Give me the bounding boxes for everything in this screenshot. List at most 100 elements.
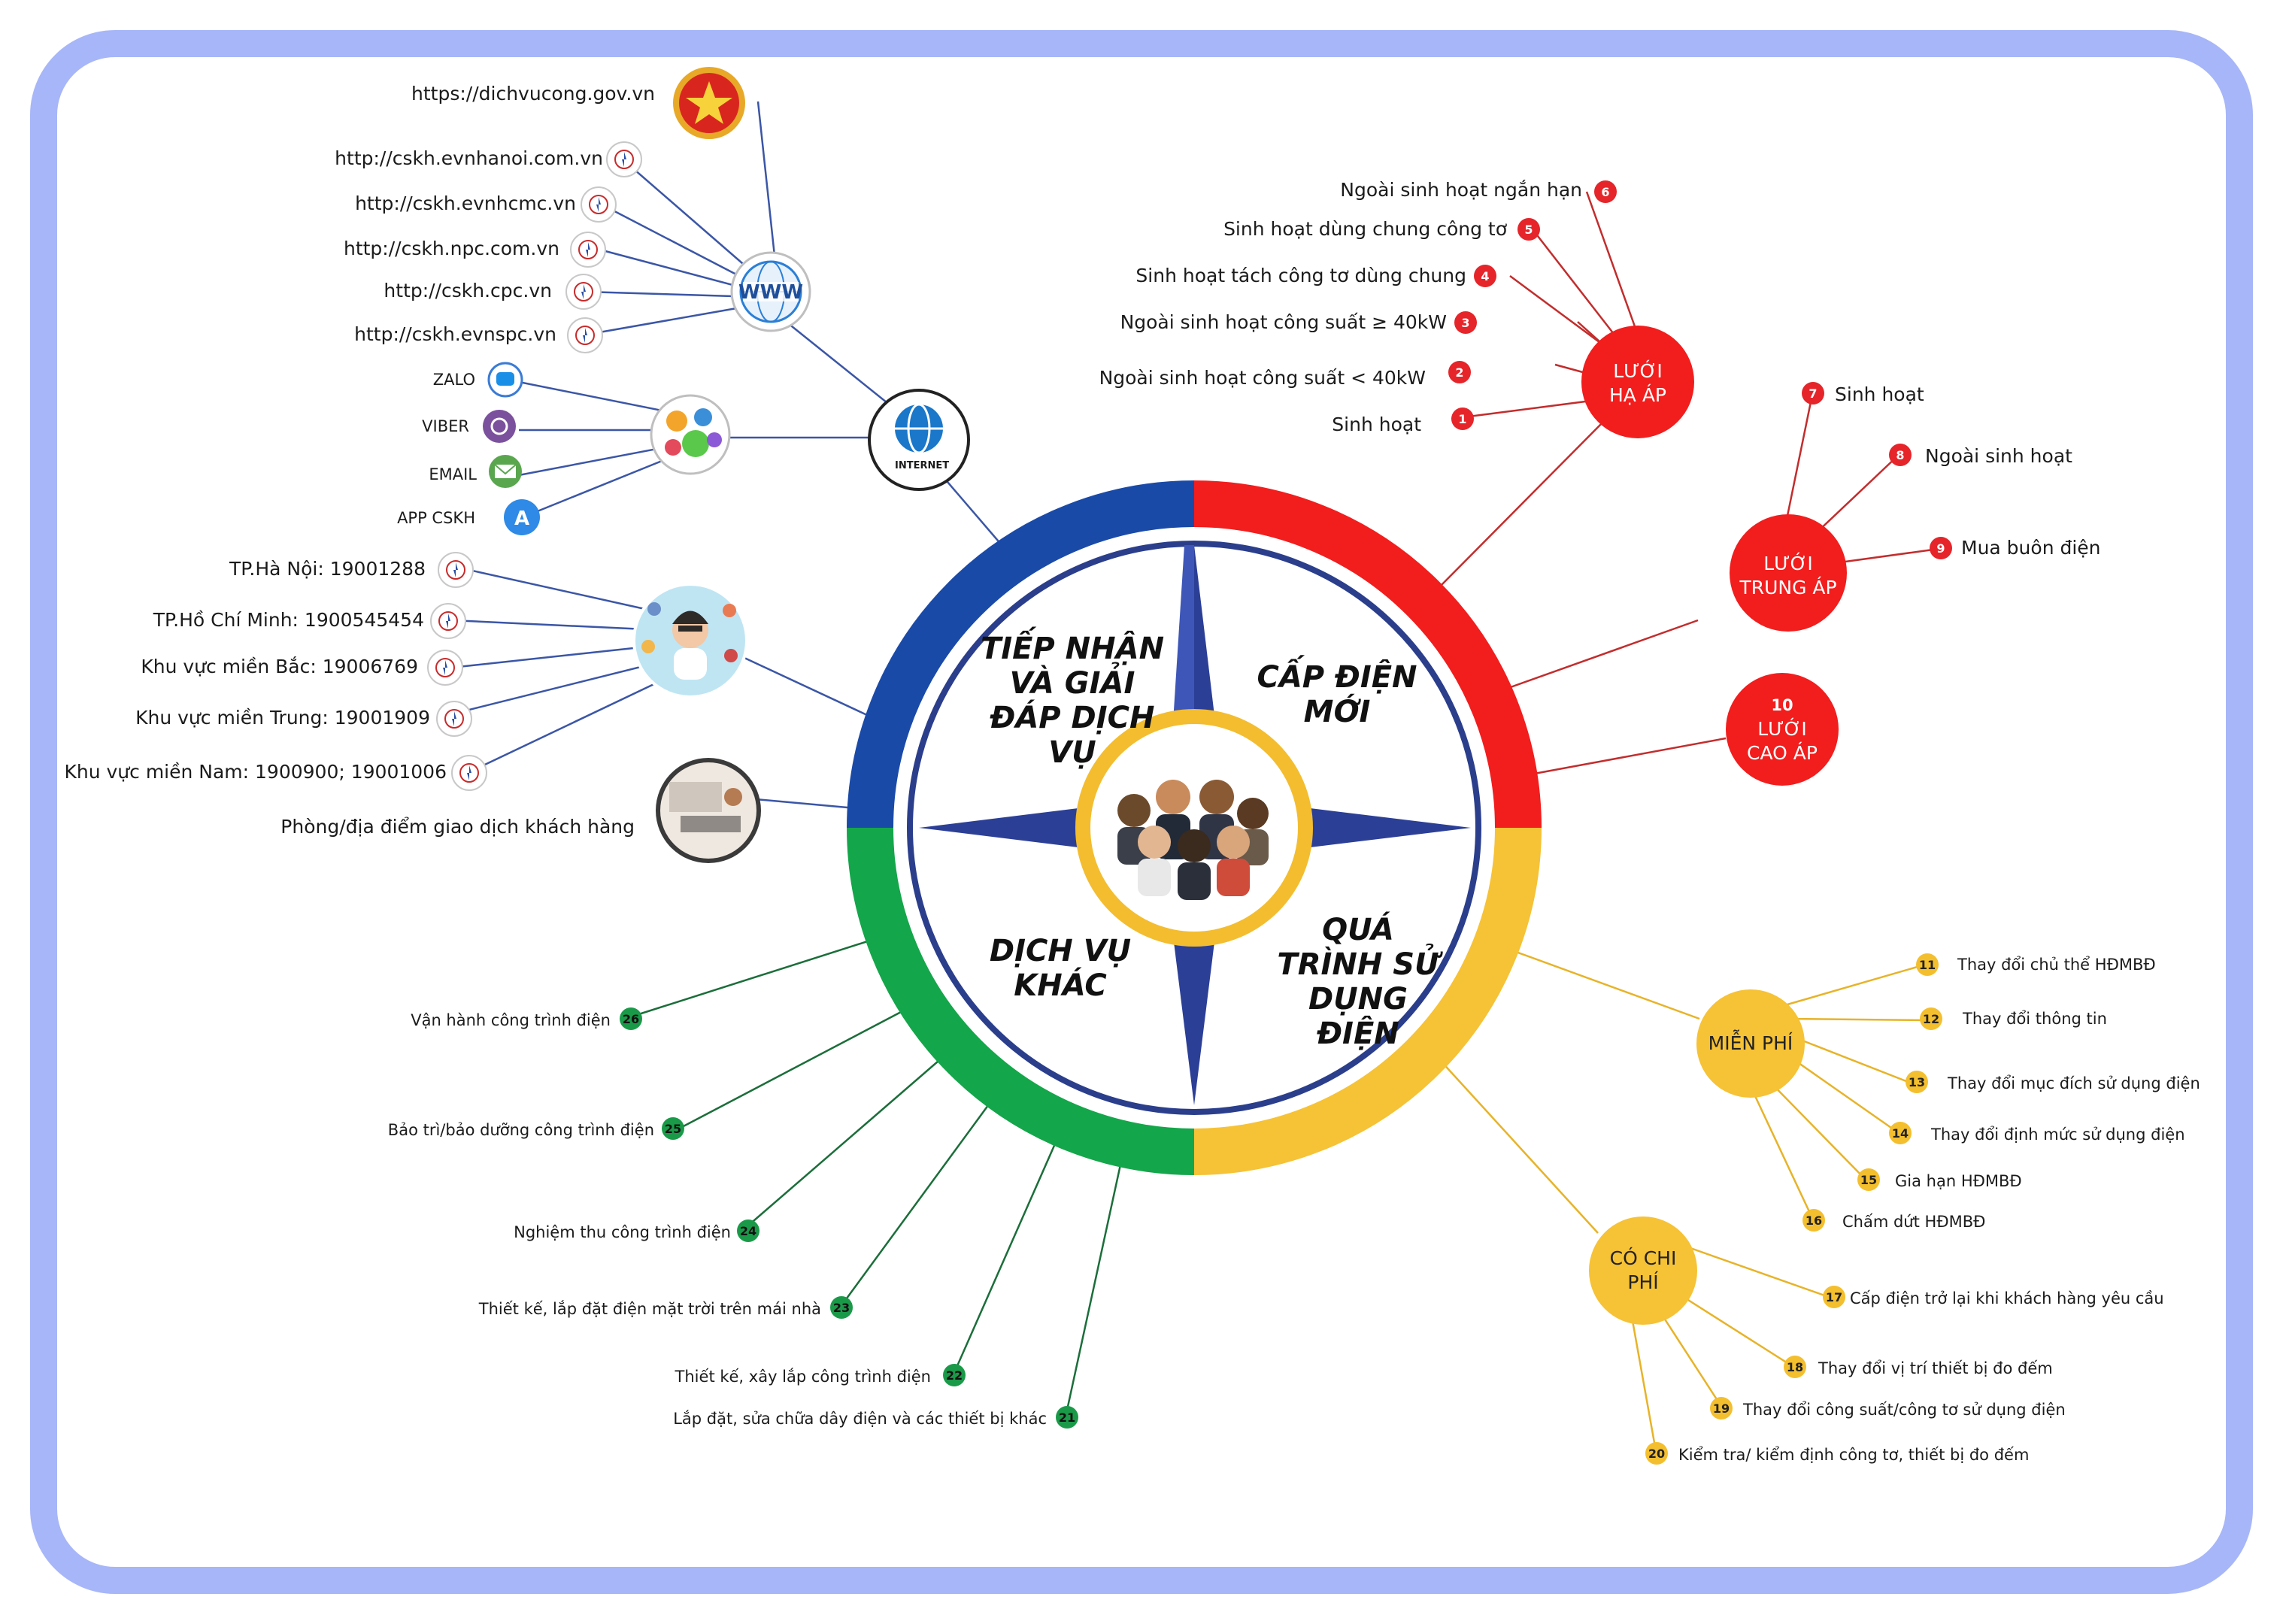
hub-ha-ap[interactable]: LƯỚI HẠ ÁP (1608, 360, 1667, 406)
free-item-14[interactable]: Thay đổi định mức sử dụng điện (1931, 1126, 2185, 1144)
evn-logo-icon (567, 317, 603, 353)
hub-free[interactable]: MIỄN PHÍ (1708, 1032, 1793, 1054)
ha-ap-number-3: 3 (1454, 311, 1477, 334)
trung-ap-number-7: 7 (1802, 382, 1824, 404)
evn-logo-icon (438, 552, 474, 588)
office-label[interactable]: Phòng/địa điểm giao dịch khách hàng (280, 816, 635, 838)
hub-cao-ap[interactable]: 10 LƯỚI CAO ÁP (1730, 677, 1835, 782)
app-email-label[interactable]: EMAIL (429, 465, 477, 483)
people-heads (1117, 780, 1269, 900)
internet-label: INTERNET (895, 460, 950, 471)
ring-red (1193, 480, 1542, 829)
center-ring (847, 480, 1542, 1175)
call-center-icon (632, 583, 748, 698)
evn-logo-icon (581, 186, 617, 223)
app-viber-label[interactable]: VIBER (422, 417, 469, 435)
ha-ap-item-3[interactable]: Ngoài sinh hoạt công suất ≥ 40kW (1120, 311, 1447, 333)
viber-icon (483, 410, 516, 443)
hub-trung-ap-circle (1730, 514, 1847, 632)
free-item-11[interactable]: Thay đổi chủ thể HĐMBĐ (1957, 956, 2156, 974)
trung-ap-item-9[interactable]: Mua buôn điện (1961, 537, 2101, 559)
paid-item-20[interactable]: Kiểm tra/ kiểm định công tơ, thiết bị đo… (1678, 1446, 2030, 1464)
app-zalo-label[interactable]: ZALO (432, 371, 475, 389)
paid-item-17[interactable]: Cấp điện trở lại khi khách hàng yêu cầu (1850, 1289, 2164, 1307)
paid-item-19[interactable]: Thay đổi công suất/công tơ sử dụng điện (1743, 1401, 2066, 1419)
hotline-south[interactable]: Khu vực miền Nam: 1900900; 19001006 (64, 761, 447, 783)
other-number-23: 23 (830, 1296, 853, 1319)
free-number-13: 13 (1906, 1071, 1928, 1093)
svg-text:A: A (514, 508, 529, 530)
quadrant-reception-title: TIẾP NHẬN VÀ GIẢI ĐÁP DỊCH VỤ (980, 632, 1165, 770)
hotline-central[interactable]: Khu vực miền Trung: 19001909 (135, 707, 430, 729)
app-cskh-label[interactable]: APP CSKH (397, 509, 475, 527)
paid-number-19: 19 (1710, 1397, 1733, 1419)
website-evnhcmc-link[interactable]: http://cskh.evnhcmc.vn (355, 192, 576, 214)
trung-ap-item-7[interactable]: Sinh hoạt (1835, 383, 1924, 405)
other-item-23[interactable]: Thiết kế, lắp đặt điện mặt trời trên mái… (478, 1300, 821, 1318)
www-globe-icon: WWW (730, 251, 811, 332)
trung-ap-item-8[interactable]: Ngoài sinh hoạt (1925, 445, 2072, 467)
other-item-26[interactable]: Vận hành công trình điện (411, 1011, 611, 1029)
ha-ap-number-4: 4 (1474, 265, 1496, 287)
evn-logo-icon (436, 701, 472, 737)
free-number-12: 12 (1920, 1007, 1942, 1030)
hotline-hanoi[interactable]: TP.Hà Nội: 19001288 (229, 558, 426, 580)
evn-logo-icon (427, 650, 463, 686)
quadrant-usage-title: QUÁ TRÌNH SỬ DỤNG ĐIỆN (1277, 913, 1439, 1051)
evn-logo-icon (430, 603, 466, 639)
hub-paid-circle (1589, 1216, 1697, 1325)
ring-blue (847, 480, 1195, 829)
office-desk-icon (656, 758, 761, 863)
left-connectors (450, 101, 1012, 810)
evn-logo-icon (570, 232, 606, 268)
hub-cao-ap-circle (1726, 673, 1839, 786)
other-item-25[interactable]: Bảo trì/bảo dưỡng công trình điện (387, 1121, 654, 1139)
free-number-11: 11 (1916, 953, 1939, 976)
hub-ha-ap-circle (1581, 326, 1694, 438)
hub-cao-ap-label: LƯỚI CAO ÁP (1747, 718, 1818, 764)
other-item-22[interactable]: Thiết kế, xây lắp công trình điện (675, 1368, 931, 1386)
hotline-north[interactable]: Khu vực miền Bắc: 19006769 (141, 656, 418, 677)
ring-yellow (1193, 827, 1542, 1175)
free-number-15: 15 (1857, 1168, 1880, 1191)
other-item-21[interactable]: Lắp đặt, sửa chữa dây điện và các thiết … (673, 1410, 1047, 1428)
website-evnspc-link[interactable]: http://cskh.evnspc.vn (354, 323, 556, 345)
website-cpc-link[interactable]: http://cskh.cpc.vn (384, 280, 552, 301)
hotline-hcmc[interactable]: TP.Hồ Chí Minh: 1900545454 (153, 609, 424, 631)
free-item-13[interactable]: Thay đổi mục đích sử dụng điện (1948, 1074, 2200, 1092)
ha-ap-item-1[interactable]: Sinh hoạt (1332, 414, 1421, 435)
free-item-12[interactable]: Thay đổi thông tin (1963, 1010, 2107, 1028)
hub-trung-ap[interactable]: LƯỚI TRUNG ÁP (1739, 553, 1837, 598)
other-number-22: 22 (943, 1364, 966, 1386)
ha-ap-number-5: 5 (1517, 218, 1540, 241)
paid-item-18[interactable]: Thay đổi vị trí thiết bị đo đếm (1818, 1359, 2053, 1377)
ring-green (847, 827, 1195, 1175)
other-item-24[interactable]: Nghiệm thu công trình điện (514, 1223, 731, 1241)
website-npc-link[interactable]: http://cskh.npc.com.vn (343, 238, 559, 259)
ha-ap-number-6: 6 (1594, 180, 1617, 203)
paid-number-18: 18 (1784, 1356, 1806, 1378)
gov-portal-link[interactable]: https://dichvucong.gov.vn (411, 83, 655, 105)
email-icon (489, 455, 522, 488)
internet-globe-icon (868, 389, 970, 491)
ha-ap-item-4[interactable]: Sinh hoạt tách công tơ dùng chung (1135, 265, 1466, 286)
free-item-15[interactable]: Gia hạn HĐMBĐ (1895, 1172, 2022, 1190)
zalo-icon (487, 362, 523, 398)
ha-ap-item-2[interactable]: Ngoài sinh hoạt công suất < 40kW (1099, 367, 1426, 389)
other-number-24: 24 (737, 1220, 759, 1242)
hub-free-circle (1696, 989, 1805, 1098)
other-number-25: 25 (662, 1117, 684, 1140)
ha-ap-item-6[interactable]: Ngoài sinh hoạt ngắn hạn (1340, 179, 1582, 201)
apps-cluster-icon (650, 394, 731, 475)
green-connectors (631, 938, 1123, 1414)
ha-ap-item-5[interactable]: Sinh hoạt dùng chung công tơ (1223, 218, 1507, 240)
hub-cao-ap-number: 10 (1771, 696, 1793, 714)
free-item-16[interactable]: Chấm dứt HĐMBĐ (1842, 1213, 1986, 1231)
hub-paid[interactable]: CÓ CHI PHÍ (1609, 1247, 1677, 1293)
ring-inner-navy (907, 541, 1481, 1115)
svg-text:WWW: WWW (738, 281, 803, 304)
other-number-26: 26 (620, 1007, 642, 1030)
website-evnhanoi-link[interactable]: http://cskh.evnhanoi.com.vn (335, 147, 603, 169)
paid-number-20: 20 (1645, 1442, 1668, 1465)
